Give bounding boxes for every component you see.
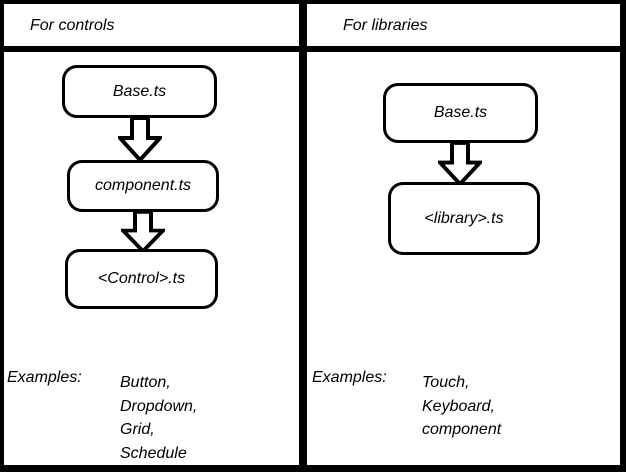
examples-label-libraries: Examples:	[312, 369, 387, 386]
examples-list-libraries: Touch, Keyboard, component	[422, 371, 501, 442]
header-divider	[4, 46, 620, 52]
node-control-ts: <Control>.ts	[65, 249, 218, 309]
node-base-ts-libraries: Base.ts	[383, 83, 538, 143]
examples-list-controls: Button, Dropdown, Grid, Schedule	[120, 371, 197, 465]
down-arrow-icon	[118, 116, 162, 162]
example-item: Dropdown,	[120, 397, 198, 415]
example-item: Touch,	[422, 374, 470, 391]
node-library-ts: <library>.ts	[388, 182, 540, 255]
example-item: Keyboard,	[422, 397, 495, 415]
example-item: Grid,	[120, 421, 155, 438]
node-base-ts-controls: Base.ts	[62, 65, 217, 118]
panel-title-controls: For controls	[30, 17, 115, 34]
example-item: Schedule	[120, 444, 187, 462]
panel-title-libraries: For libraries	[343, 17, 428, 34]
example-item: component	[422, 421, 502, 438]
node-component-ts: component.ts	[67, 160, 219, 212]
panel-divider	[299, 4, 307, 465]
example-item: Button,	[120, 374, 171, 391]
down-arrow-icon	[438, 141, 482, 186]
down-arrow-icon	[121, 210, 165, 253]
examples-label-controls: Examples:	[7, 369, 82, 386]
